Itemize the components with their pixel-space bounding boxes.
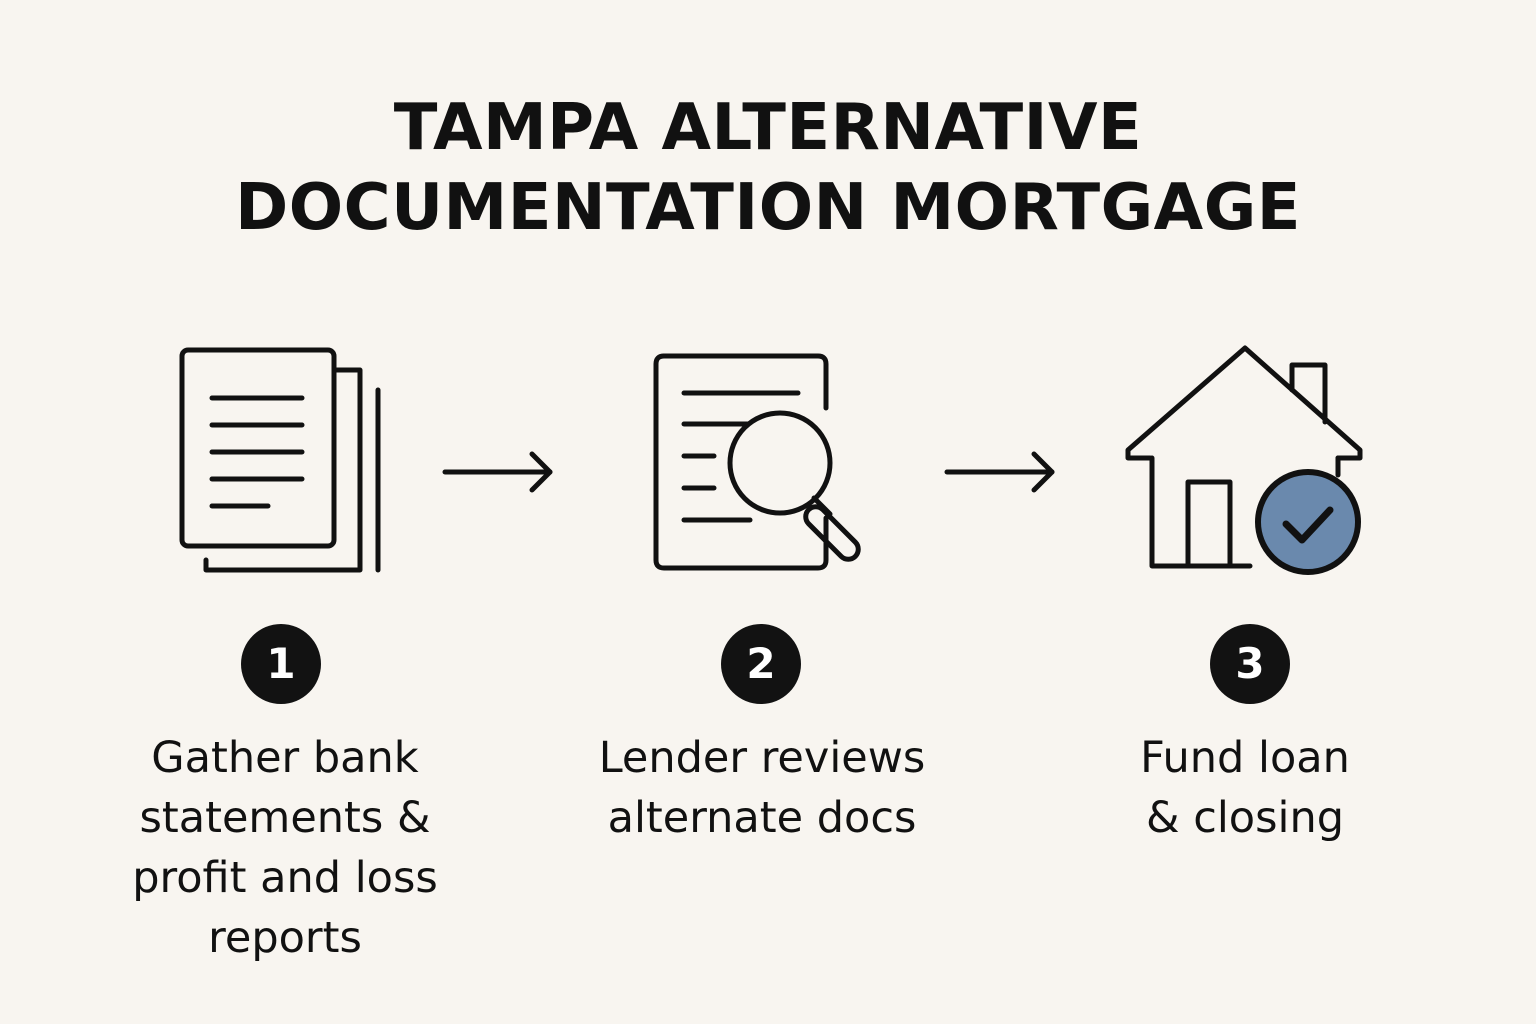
step-3-label-line: Fund loan — [1140, 733, 1350, 783]
stacked-documents-icon — [179, 347, 381, 573]
title-line-2: DOCUMENTATION MORTGAGE — [235, 171, 1301, 245]
step-3-label-line: & closing — [1146, 793, 1344, 843]
title-line-1: TAMPA ALTERNATIVE — [393, 91, 1143, 165]
step-1-label: Gather bank statements & profit and loss… — [85, 728, 485, 968]
right-arrow-icon — [442, 451, 553, 493]
diagram-title: TAMPA ALTERNATIVE DOCUMENTATION MORTGAGE — [0, 88, 1536, 248]
step-2-label-line: Lender reviews — [598, 733, 926, 783]
step-3-label: Fund loan & closing — [1045, 728, 1445, 848]
step-1-label-line: Gather bank — [151, 733, 419, 783]
step-2-label-line: alternate docs — [607, 793, 917, 843]
step-1-badge: 1 — [241, 624, 321, 704]
document-magnifier-icon — [653, 353, 861, 571]
step-2-badge: 2 — [721, 624, 801, 704]
step-3-badge: 3 — [1210, 624, 1290, 704]
house-checkmark-icon — [1125, 345, 1363, 575]
right-arrow-icon — [944, 451, 1055, 493]
step-2-label: Lender reviews alternate docs — [562, 728, 962, 848]
step-1-label-line: statements & — [139, 793, 431, 843]
step-1-label-line: profit and loss — [132, 853, 438, 903]
step-1-label-line: reports — [208, 913, 362, 963]
checkmark-icon — [1255, 469, 1361, 575]
